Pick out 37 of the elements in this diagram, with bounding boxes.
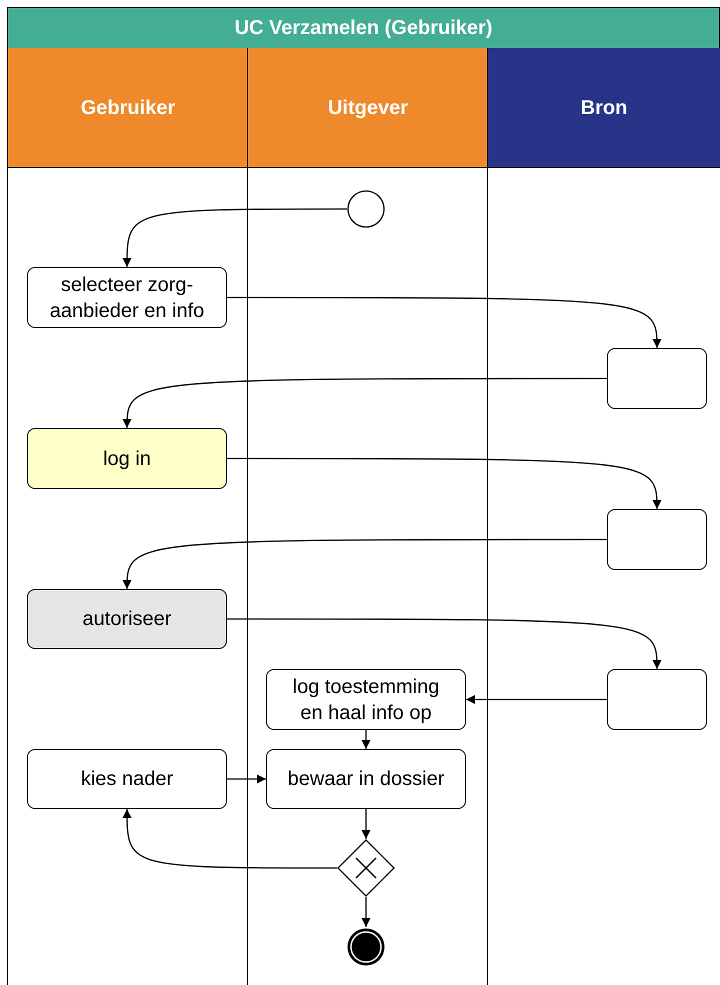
activity-box [607, 669, 707, 730]
activity-label: autoriseer [82, 607, 172, 632]
title-bar: UC Verzamelen (Gebruiker) [7, 7, 720, 49]
flow-arrow [362, 730, 370, 749]
activity-box [27, 428, 227, 489]
flow-arrow [227, 618, 662, 670]
activity-box [266, 669, 466, 730]
flow-arrow [227, 458, 662, 510]
flow-arrow [227, 296, 662, 348]
flow-arrow [122, 809, 337, 869]
flow-arrow [362, 897, 370, 927]
swimlane [7, 48, 248, 985]
flow-arrow [122, 538, 607, 590]
activity-box [27, 267, 227, 328]
flow-arrow [122, 208, 347, 267]
lane-header: Bron [488, 48, 720, 168]
activity-box [266, 749, 466, 809]
activity-box [27, 749, 227, 809]
activity-label: kies nader [80, 767, 174, 792]
activity-box [607, 509, 707, 570]
activity-label: log toestemming en haal info op [292, 674, 440, 726]
activity-box [27, 589, 227, 649]
flow-arrow [466, 695, 607, 704]
activity-label: selecteer zorg- aanbieder en info [48, 272, 206, 324]
start-node [347, 190, 385, 228]
flow-arrow [122, 378, 607, 428]
lane-header: Uitgever [248, 48, 488, 168]
activity-label: log in [103, 446, 151, 472]
swimlane [487, 48, 720, 985]
lane-header: Gebruiker [8, 48, 248, 168]
end-node [346, 927, 386, 967]
flow-arrow [227, 774, 266, 784]
activity-box [607, 348, 707, 409]
flow-arrow [362, 809, 370, 839]
gateway-diamond [337, 839, 395, 897]
activity-label: bewaar in dossier [288, 767, 444, 792]
swimlane [247, 48, 488, 985]
